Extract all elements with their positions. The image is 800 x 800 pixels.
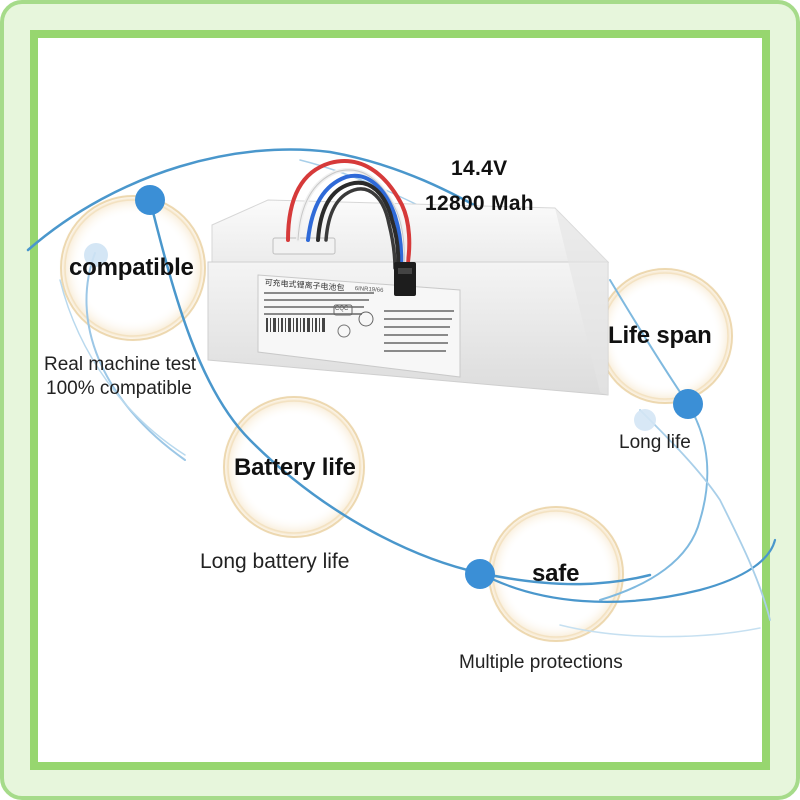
glow-rings [58,193,735,644]
feature-compatible-desc-1: Real machine test [44,354,197,375]
feature-compatible-desc-2: 100% compatible [46,378,192,399]
ring-compatible [58,193,208,343]
feature-safe-title: safe [532,560,580,587]
dot-life-span-ghost [634,409,656,431]
dot-compatible-ghost [84,243,108,267]
ring-battery-life [221,394,367,540]
connector-plug [394,262,416,296]
wires-graphic [286,159,412,270]
feature-life-span-title: Life span [608,322,712,349]
feature-battery-life-desc: Long battery life [200,550,350,573]
feature-safe-desc: Multiple protections [459,652,623,673]
dot-safe [465,559,495,589]
capacity-text: 12800 Mah [425,192,534,215]
barcode-graphic [266,318,325,332]
feature-battery-life-title: Battery life [234,454,356,481]
flow-dots [84,185,703,589]
battery-pack-image [207,159,610,396]
battery-label-cert: CQC [335,306,349,312]
feature-compatible-title: compatible [69,254,194,281]
cert-marks [333,304,374,338]
dot-compatible [135,185,165,215]
feature-life-span-desc: Long life [619,432,691,453]
dot-life-span [673,389,703,419]
flow-curves [26,148,777,638]
voltage-text: 14.4V [451,157,508,180]
